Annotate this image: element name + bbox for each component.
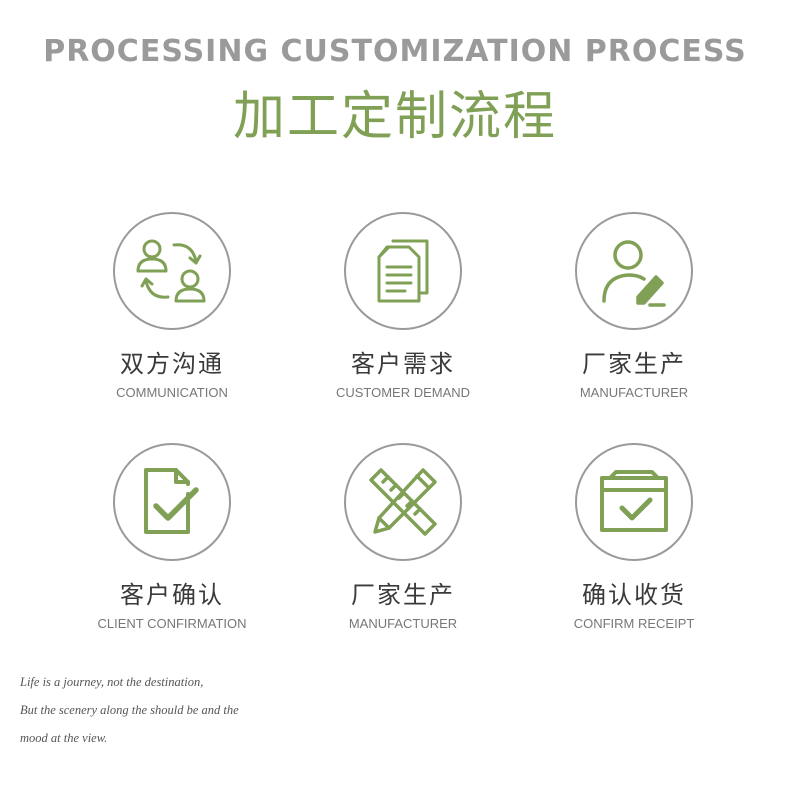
step-confirm-receipt: 确认收货 CONFIRM RECEIPT [534,443,734,631]
step-label-cn: 确认收货 [582,581,686,609]
step-label-en: MANUFACTURER [579,385,689,400]
header-title-cn: 加工定制流程 [232,87,557,147]
step-circle [113,443,231,561]
step-label-cn: 厂家生产 [351,581,455,609]
step-circle [575,212,693,330]
step-label-en: CUSTOMER DEMAND [335,385,471,400]
step-client-confirmation: 客户确认 CLIENT CONFIRMATION [72,443,272,631]
quote-line-2: But the scenery along the should be and … [20,703,239,717]
user-edit-icon [602,240,666,307]
step-circle [344,212,462,330]
box-check-icon [600,470,668,532]
step-circle [575,443,693,561]
step-label-en: CONFIRM RECEIPT [573,616,695,631]
quote-line-1: Life is a journey, not the destination, [20,675,204,689]
step-communication: 双方沟通 COMMUNICATION [72,212,272,400]
quote-line-3: mood at the view. [20,731,108,745]
step-customer-demand: 客户需求 CUSTOMER DEMAND [303,212,503,400]
step-label-en: CLIENT CONFIRMATION [97,616,247,631]
step-circle [344,443,462,561]
step-label-cn: 厂家生产 [582,350,686,378]
step-circle [113,212,231,330]
document-check-icon [144,468,199,534]
pencil-ruler-icon [369,468,437,536]
step-label-en: COMMUNICATION [116,385,228,400]
step-label-en: MANUFACTURER [348,616,458,631]
step-manufacturer-2: 厂家生产 MANUFACTURER [303,443,503,631]
step-label-cn: 双方沟通 [120,350,224,378]
step-manufacturer: 厂家生产 MANUFACTURER [534,212,734,400]
step-label-cn: 客户需求 [351,350,455,378]
header-title-en: PROCESSING CUSTOMIZATION PROCESS [43,34,747,69]
communication-icon [136,239,206,303]
step-label-cn: 客户确认 [120,581,224,609]
footer-quote: Life is a journey, not the destination, … [20,668,239,752]
document-icon [377,239,429,303]
